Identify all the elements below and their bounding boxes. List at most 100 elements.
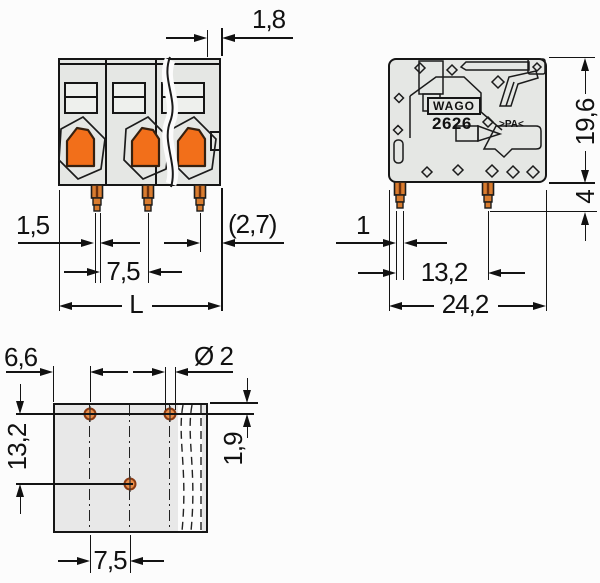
dimension-line	[246, 427, 248, 438]
arrow-right	[81, 239, 94, 247]
arrow-right	[194, 34, 207, 42]
dim-label-hole-diameter: Ø 2	[194, 341, 234, 371]
dimension-line	[246, 378, 248, 390]
mold-diamond-marks	[392, 61, 543, 180]
extension-line	[206, 30, 208, 57]
brand-text: WAGO	[433, 99, 475, 113]
arrow-left	[404, 239, 417, 247]
dimension-line	[358, 272, 383, 274]
wire-entry-window	[112, 82, 146, 114]
arrow-right	[533, 302, 546, 310]
extension-line	[396, 211, 398, 280]
dimension-line	[113, 242, 140, 244]
dimension-line	[584, 225, 586, 241]
extension-line	[94, 213, 96, 283]
dimension-line	[188, 371, 233, 373]
arrow-up	[581, 212, 589, 225]
footprint-break-lines	[180, 404, 202, 532]
extension-line	[388, 190, 390, 311]
dimension-line	[58, 560, 77, 562]
arrow-right	[87, 268, 100, 276]
extension-line	[52, 366, 54, 402]
side-view-mold-contours	[393, 58, 546, 164]
arrow-left	[130, 557, 143, 565]
arrow-left	[147, 268, 161, 276]
arrow-up	[16, 484, 24, 497]
module-divider	[155, 60, 157, 184]
dim-label-pin-width: 1,5	[16, 210, 50, 240]
window-divider-line	[65, 96, 97, 98]
side-view-housing	[388, 58, 547, 183]
arrow-right	[77, 557, 90, 565]
dim-label-row-spacing: 13,2	[2, 423, 32, 471]
arrow-right	[40, 368, 53, 376]
arrow-down	[581, 170, 589, 183]
pushbutton	[130, 126, 161, 168]
extension-line	[221, 188, 223, 311]
dim-label-hole-pitch: 7,5	[93, 545, 127, 575]
clamp-spring	[482, 125, 542, 159]
pushbutton	[65, 126, 96, 168]
extension-line	[490, 210, 597, 212]
footprint-break-band	[178, 405, 202, 531]
clamp-unit	[123, 115, 171, 181]
extension-line	[545, 190, 547, 311]
solder-pin	[393, 180, 407, 210]
arrow-left	[221, 239, 235, 247]
dim-label-pin-spacing: 13,2	[420, 257, 469, 287]
dim-label-pin-width: 1	[356, 210, 371, 240]
dimension-line	[19, 497, 21, 514]
dimension-line	[64, 271, 87, 273]
window-divider-line	[113, 96, 145, 98]
dimension-line	[19, 384, 21, 401]
dimension-line	[166, 37, 194, 39]
dim-label-end-wall: 1,8	[252, 4, 286, 34]
arrow-left	[58, 302, 72, 310]
solder-pin	[90, 183, 104, 213]
material-marking: >PA<	[499, 119, 524, 130]
dimension-line	[160, 271, 182, 273]
extension-line	[549, 182, 595, 184]
hole-centerline	[169, 405, 171, 531]
wago-logo: WAGO	[427, 97, 481, 115]
arrow-right	[152, 368, 165, 376]
arrow-left	[90, 368, 103, 376]
window-divider-line	[162, 96, 204, 98]
clamp-unit	[58, 115, 106, 181]
dimension-line	[18, 242, 81, 244]
dim-label-depth: 24,2	[441, 289, 490, 319]
arrow-up	[243, 414, 251, 427]
housing-top-inner-line	[60, 63, 219, 65]
hole-centerline	[89, 405, 91, 531]
extension-line	[210, 402, 258, 404]
wire-entry-window	[64, 82, 98, 114]
hole-row-reference-line	[16, 483, 133, 485]
dimension-line	[501, 272, 525, 274]
dimension-line	[6, 371, 40, 373]
arrow-right	[208, 302, 221, 310]
lever	[498, 70, 539, 107]
hole-centerline	[129, 405, 131, 531]
mounting-slot	[393, 139, 404, 164]
dimension-line	[401, 305, 434, 307]
dimension-line	[71, 305, 122, 307]
extension-line	[164, 367, 166, 410]
extension-line	[89, 366, 91, 402]
extension-line	[487, 211, 489, 280]
dim-label-height: 19,6	[570, 98, 600, 146]
dimension-line	[152, 305, 208, 307]
extension-line	[199, 213, 201, 252]
dim-label-edge-to-hole: 6,6	[4, 342, 38, 372]
dim-label-end-section: (2,7)	[228, 209, 277, 239]
pushbutton	[176, 126, 207, 168]
module-divider	[105, 60, 107, 184]
arrow-left	[175, 368, 188, 376]
arrow-left	[388, 302, 402, 310]
dimension-line	[103, 371, 128, 373]
extension-line	[549, 56, 595, 58]
arrow-down	[16, 401, 24, 414]
extension-line	[129, 535, 131, 573]
arrow-up	[581, 58, 589, 71]
dimension-line	[164, 242, 187, 244]
